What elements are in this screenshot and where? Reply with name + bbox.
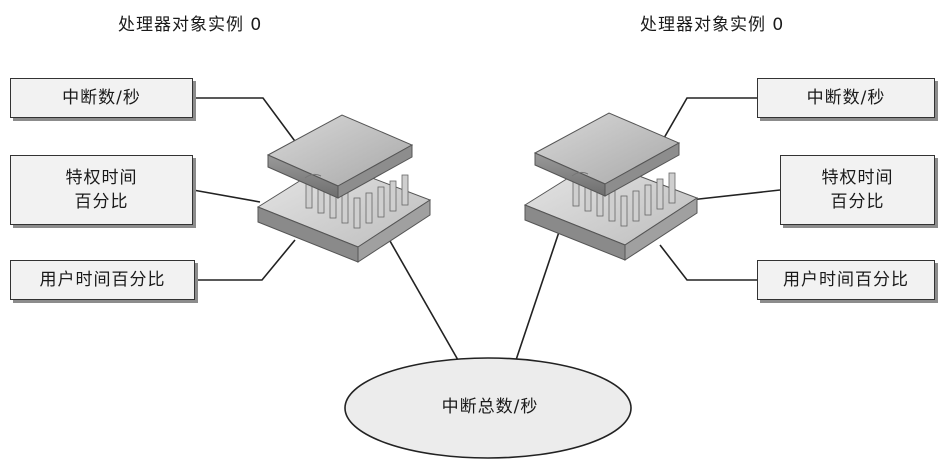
total-interrupts-label: 中断总数/秒	[441, 397, 539, 417]
right-user-time-box: 用户时间百分比	[757, 260, 935, 300]
right-title: 处理器对象实例 0	[640, 15, 785, 35]
left-privileged-box: 特权时间 百分比	[10, 155, 193, 225]
left-user-time-box: 用户时间百分比	[10, 260, 195, 300]
right-privileged-label-line2: 百分比	[830, 192, 885, 212]
left-user-time-label: 用户时间百分比	[39, 270, 166, 290]
left-interrupts-label: 中断数/秒	[62, 88, 141, 108]
left-privileged-label-line1: 特权时间	[65, 168, 138, 188]
right-interrupts-label: 中断数/秒	[806, 88, 886, 108]
left-privileged-label-line2: 百分比	[74, 192, 129, 212]
total-interrupts-ellipse	[344, 357, 632, 459]
left-connectors	[192, 97, 459, 361]
left-interrupts-box: 中断数/秒	[10, 78, 193, 118]
right-user-time-label: 用户时间百分比	[783, 270, 909, 290]
right-privileged-box: 特权时间 百分比	[780, 155, 935, 225]
right-interrupts-box: 中断数/秒	[757, 78, 935, 118]
right-privileged-label-line1: 特权时间	[821, 168, 894, 188]
left-title: 处理器对象实例 0	[118, 15, 263, 35]
processor-chip-icon	[256, 114, 432, 263]
right-connectors	[515, 97, 781, 361]
processor-chip-icon	[523, 112, 699, 261]
